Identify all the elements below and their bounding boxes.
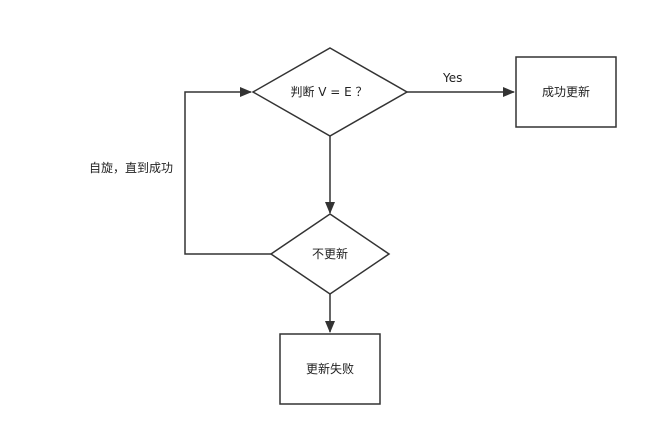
fail-label: 更新失败: [306, 361, 354, 376]
decision-check-label: 判断 V = E ？: [290, 84, 367, 99]
edge-spin-label: 自旋，直到成功: [89, 161, 173, 175]
edge-spin-loop: [184, 87, 271, 255]
fail-box: [279, 333, 381, 405]
success-label: 成功更新: [542, 84, 590, 99]
decision-no-update-label: 不更新: [312, 246, 348, 261]
decision-check-diamond: [251, 47, 409, 137]
decision-no-update-diamond: [269, 213, 391, 295]
success-box: [515, 56, 617, 128]
edge-yes-label: Yes: [442, 71, 462, 85]
